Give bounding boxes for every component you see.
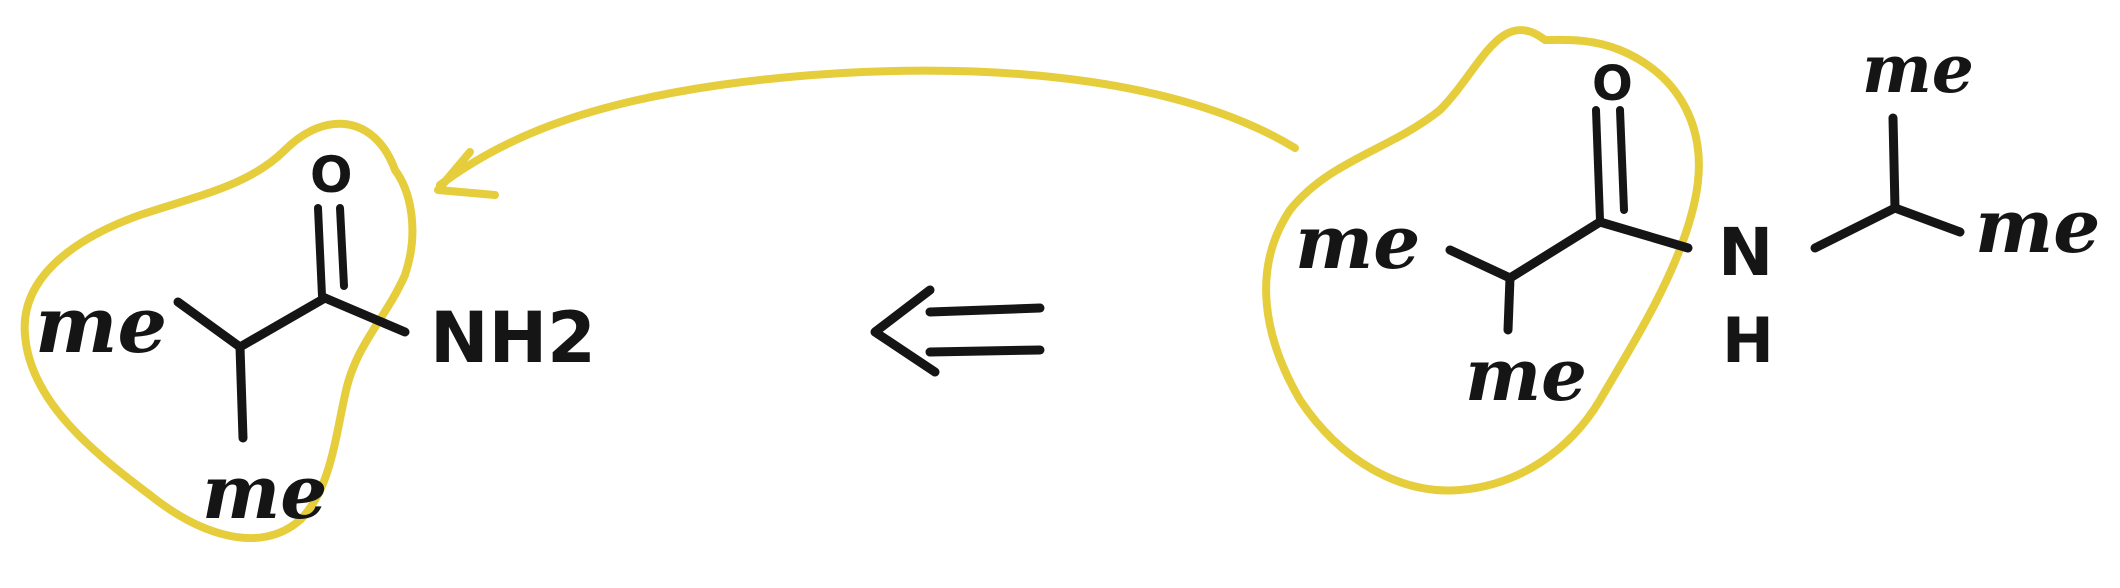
sm-bond-me-bottom bbox=[1503, 273, 1515, 335]
product-double-bond-2 bbox=[336, 204, 348, 290]
sm-label-oxygen: O bbox=[1592, 56, 1633, 112]
starting-material-highlight-loop bbox=[1262, 26, 1703, 495]
sm-bond-ch-carbonyl bbox=[1505, 217, 1605, 283]
sm-bond-me-right bbox=[1890, 203, 1965, 237]
sm-double-bond-1 bbox=[1592, 106, 1604, 224]
product-label-amine: NH2 bbox=[430, 297, 596, 379]
product-label-amine-sub: 2 bbox=[547, 297, 596, 379]
product-bond-me-left bbox=[173, 297, 245, 352]
retro-arrow-line-top bbox=[925, 303, 1045, 317]
product-bond-me-bottom bbox=[235, 342, 248, 443]
product-label-me-bottom: me bbox=[202, 450, 327, 536]
sm-label-me-right: me bbox=[1975, 184, 2100, 270]
product-label-oxygen: O bbox=[310, 146, 353, 204]
product-bond-ch-carbonyl bbox=[235, 293, 330, 352]
sm-bond-me-left bbox=[1445, 245, 1515, 283]
starting-material-molecule: me me O N H me me bbox=[1262, 26, 2100, 495]
product-highlight-loop bbox=[20, 119, 417, 543]
sm-label-hydrogen: H bbox=[1722, 304, 1774, 377]
retrosynthesis-arrow bbox=[870, 285, 1045, 377]
product-molecule: me me O NH2 bbox=[20, 119, 596, 543]
sm-double-bond-2 bbox=[1616, 106, 1628, 214]
product-label-me-left: me bbox=[35, 280, 167, 371]
product-bond-c-n bbox=[320, 293, 410, 337]
sm-label-me-left: me bbox=[1295, 200, 1420, 286]
retro-arrow-line-bottom bbox=[925, 345, 1045, 357]
sm-bond-me-top bbox=[1888, 113, 1900, 213]
sm-bond-c-n bbox=[1595, 217, 1693, 253]
sm-label-me-bottom: me bbox=[1465, 332, 1587, 417]
retro-arrow-head bbox=[870, 285, 940, 377]
mapping-arrow bbox=[434, 66, 1299, 199]
product-double-bond-1 bbox=[314, 204, 326, 300]
product-label-amine-nh: NH bbox=[430, 297, 547, 379]
sm-label-me-top: me bbox=[1862, 30, 1974, 108]
mapping-arrow-curve bbox=[436, 66, 1299, 189]
mapping-arrow-head bbox=[434, 148, 499, 199]
sm-label-nitrogen: N bbox=[1718, 214, 1773, 291]
sm-bond-n-ch bbox=[1810, 203, 1900, 253]
